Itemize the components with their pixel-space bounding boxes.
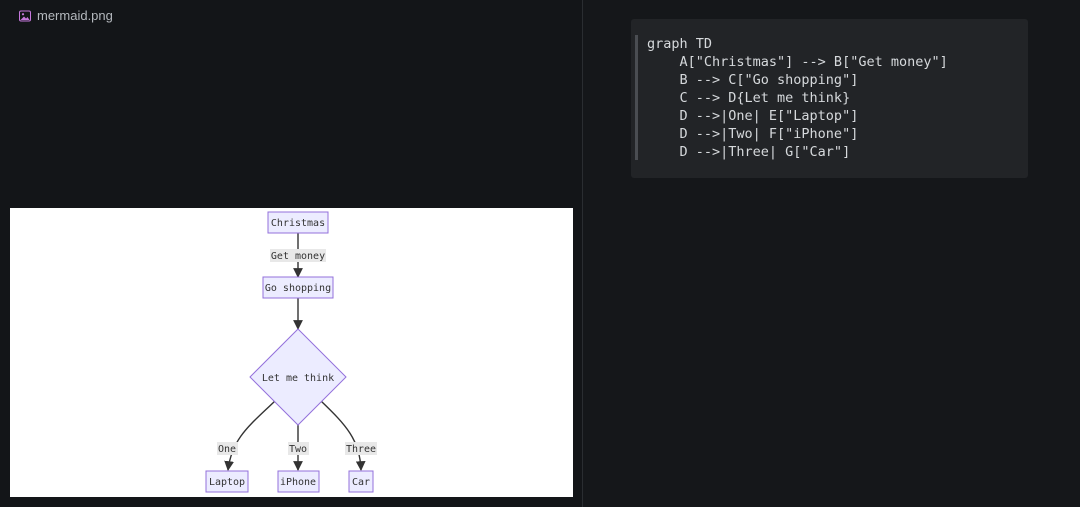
edge-label-three: Three [346, 444, 376, 455]
markdown-preview-pane: graph TD A["Christmas"] --> B["Get money… [583, 0, 1080, 507]
edge-think-to-car [320, 400, 366, 471]
node-let-me-think-diamond [249, 328, 347, 426]
code-line: D -->|Three| G["Car"] [647, 144, 851, 160]
node-laptop: Laptop [209, 477, 245, 488]
node-iphone-box [277, 470, 320, 493]
node-laptop-box [205, 470, 249, 493]
code-line: graph TD [647, 36, 713, 52]
node-car-box [348, 470, 374, 493]
edge-label-one: One [218, 444, 236, 455]
edge-label-get-money: Get money [271, 251, 325, 262]
image-file-icon [19, 10, 31, 22]
edge-think-to-laptop [224, 400, 276, 471]
node-go-shopping: Go shopping [265, 283, 331, 294]
code-block: graph TD A["Christmas"] --> B["Get money… [631, 19, 1028, 178]
node-let-me-think: Let me think [262, 373, 334, 384]
code-block-bar [635, 35, 638, 160]
mermaid-flowchart: Get money One Two Three Christmas Go sho… [205, 211, 377, 493]
node-christmas: Christmas [271, 218, 325, 229]
code-line: B --> C["Go shopping"] [647, 72, 859, 88]
edge-label-two: Two [289, 444, 307, 455]
node-iphone: iPhone [280, 477, 316, 488]
code-line: D -->|One| E["Laptop"] [647, 108, 859, 124]
file-name: mermaid.png [37, 8, 113, 23]
mermaid-image: Get money One Two Three Christmas Go sho… [10, 208, 573, 497]
code-line: D -->|Two| F["iPhone"] [647, 126, 859, 142]
file-tab-header[interactable]: mermaid.png [19, 8, 113, 24]
code-line: A["Christmas"] --> B["Get money"] [647, 54, 948, 70]
code-content: graph TD A["Christmas"] --> B["Get money… [647, 35, 948, 161]
node-go-shopping-box [262, 276, 334, 299]
node-car: Car [352, 477, 370, 488]
image-preview-pane: mermaid.png Get money One Two Three [10, 8, 573, 497]
code-line: C --> D{Let me think} [647, 90, 851, 106]
node-christmas-box [267, 211, 329, 234]
pane-divider[interactable] [582, 0, 583, 507]
